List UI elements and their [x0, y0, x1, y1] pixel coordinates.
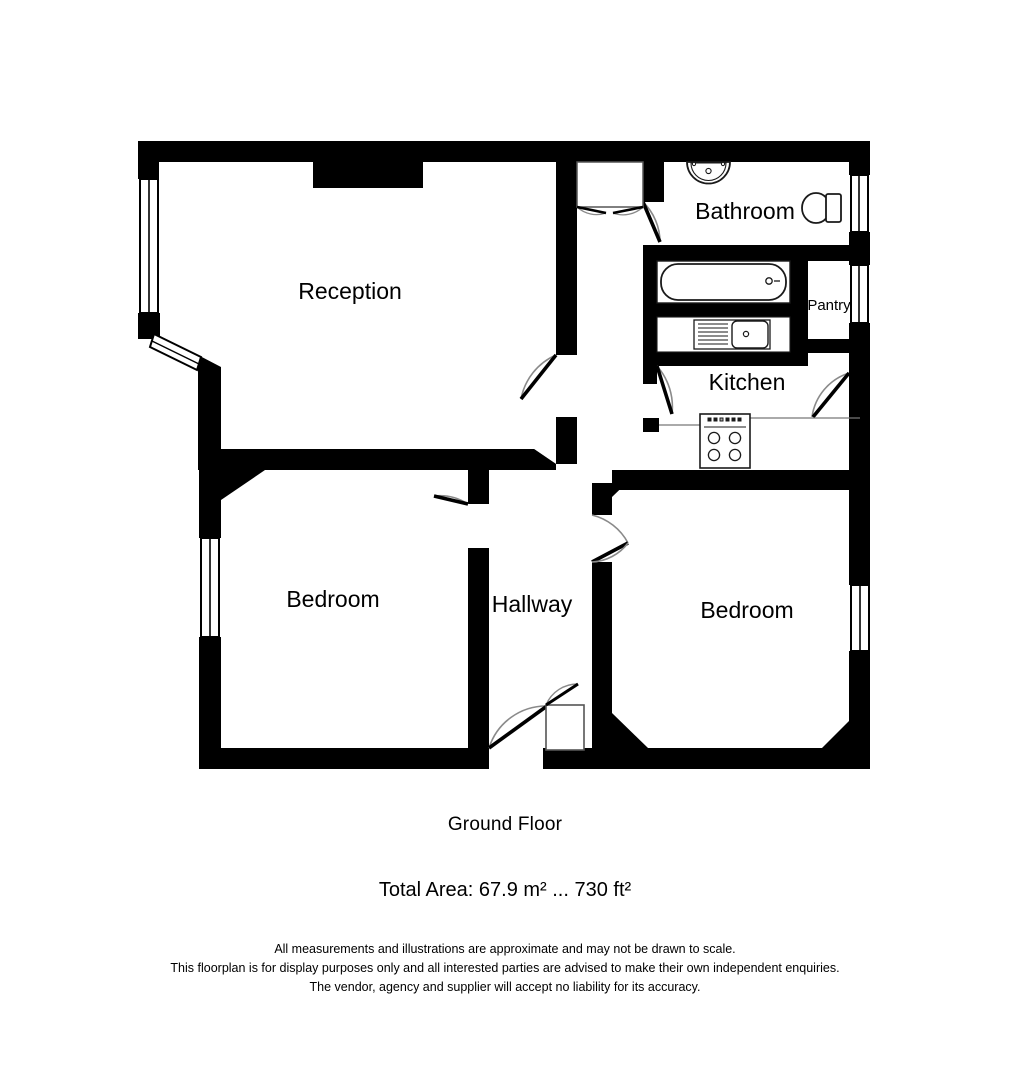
- room-labels-group: Reception Bathroom Pantry Kitchen Bedroo…: [286, 198, 851, 623]
- pantry-window-right: [850, 264, 869, 324]
- toilet-fixture: [801, 192, 842, 224]
- bedroom-right-door: [591, 514, 629, 564]
- wall-bath-alcove-top: [643, 245, 808, 261]
- hallway-closet: [545, 682, 585, 751]
- kitchen-door-hall: [655, 365, 674, 415]
- wall-reception-bottom-angle: [534, 449, 556, 470]
- bedroom-right-window: [850, 584, 870, 652]
- room-label-bathroom: Bathroom: [695, 198, 795, 224]
- room-label-bedroom-left: Bedroom: [286, 586, 379, 612]
- wall-bedroom-right-chamfer-right: [822, 700, 870, 748]
- walls-group: [138, 141, 870, 769]
- doors-group: [433, 161, 851, 751]
- wall-bottom-left: [199, 748, 489, 769]
- wall-hall-top-stub: [556, 162, 577, 252]
- wall-bath-alcove-bottom: [643, 303, 808, 317]
- wall-bath-alcove-right: [790, 245, 808, 317]
- floorplan-svg: Reception Bathroom Pantry Kitchen Bedroo…: [138, 141, 870, 769]
- wall-bottom-right: [543, 748, 870, 769]
- kitchen-hob-fixture: [699, 413, 751, 469]
- wall-pantry-top: [808, 245, 850, 261]
- wall-kitchen-bedroom-divide-angle: [612, 470, 640, 497]
- disclaimer-line-2: This floorplan is for display purposes o…: [170, 961, 840, 975]
- reception-window-left: [139, 178, 159, 314]
- room-label-hallway: Hallway: [492, 591, 573, 617]
- room-label-bedroom-right: Bedroom: [700, 597, 793, 623]
- kitchen-sink-fixture: [656, 316, 791, 353]
- fixtures-group: [656, 161, 860, 469]
- wall-top-exterior: [138, 141, 870, 162]
- wall-kitchen-left-stub: [643, 366, 657, 384]
- wall-bedroom-right-chamfer-left: [612, 713, 648, 748]
- wall-left-top-stub: [138, 162, 159, 179]
- room-label-kitchen: Kitchen: [709, 369, 786, 395]
- wall-kitchen-sink-bottom: [643, 352, 808, 366]
- wall-left-lower: [199, 637, 221, 769]
- bedroom-left-door: [433, 494, 469, 506]
- bedroom-left-window: [200, 537, 220, 638]
- floorplan-drawing: Reception Bathroom Pantry Kitchen Bedroo…: [138, 141, 870, 769]
- disclaimer-line-3: The vendor, agency and supplier will acc…: [309, 980, 701, 994]
- room-label-reception: Reception: [298, 278, 402, 304]
- wall-pantry-bottom: [808, 339, 850, 353]
- wall-bedroom-left-chamfer: [221, 470, 265, 500]
- wall-left-bay-corner: [138, 313, 160, 339]
- disclaimer-line-1: All measurements and illustrations are a…: [274, 942, 736, 956]
- kitchen-door-right: [811, 371, 851, 419]
- reception-door: [519, 353, 558, 401]
- wall-kitchen-right-stub: [849, 353, 870, 373]
- bathroom-window-right: [850, 174, 869, 233]
- caption-block: Ground Floor Total Area: 67.9 m² ... 730…: [0, 800, 1010, 997]
- wall-chimney-breast: [313, 162, 423, 188]
- wash-basin-fixture: [686, 161, 731, 185]
- bath-tub-fixture: [656, 260, 791, 304]
- wall-pantry-left: [794, 245, 810, 261]
- wall-right-between-windows: [849, 232, 870, 265]
- entrance-door: [487, 704, 549, 750]
- wall-kitchen-sink-right: [790, 303, 808, 365]
- bathroom-door: [641, 201, 662, 243]
- wall-left-mid: [199, 367, 221, 538]
- windows-group: [139, 174, 870, 652]
- room-label-pantry: Pantry: [807, 297, 851, 314]
- wall-kitchen-sink-left: [643, 303, 657, 365]
- wall-hall-bedroom-right-lower: [592, 562, 612, 758]
- hallway-cupboard: [576, 161, 644, 216]
- wall-bedroom-left-hall-upper: [468, 470, 489, 504]
- wall-right-top: [849, 162, 870, 175]
- wall-right-bedroom-upper: [849, 427, 870, 585]
- floor-title: Ground Floor: [447, 814, 563, 835]
- kitchen-worktop: [659, 417, 860, 426]
- wall-bath-alcove-left: [643, 245, 657, 317]
- reception-window-bay: [148, 332, 203, 372]
- wall-kitchen-bedroom-divide: [612, 470, 860, 490]
- wall-bedroom-left-hall-lower: [468, 548, 489, 758]
- wall-right-pantry-lower: [849, 323, 870, 427]
- wall-kitchen-left-lower: [643, 418, 659, 432]
- wall-bathroom-left-upper: [643, 162, 664, 202]
- wall-reception-right-lower: [556, 417, 577, 464]
- total-area-text: Total Area: 67.9 m² ... 730 ft²: [378, 879, 632, 901]
- wall-reception-bottom: [221, 449, 556, 470]
- wall-hall-bedroom-right-upper: [592, 483, 612, 515]
- disclaimer-block: All measurements and illustrations are a…: [0, 940, 1010, 997]
